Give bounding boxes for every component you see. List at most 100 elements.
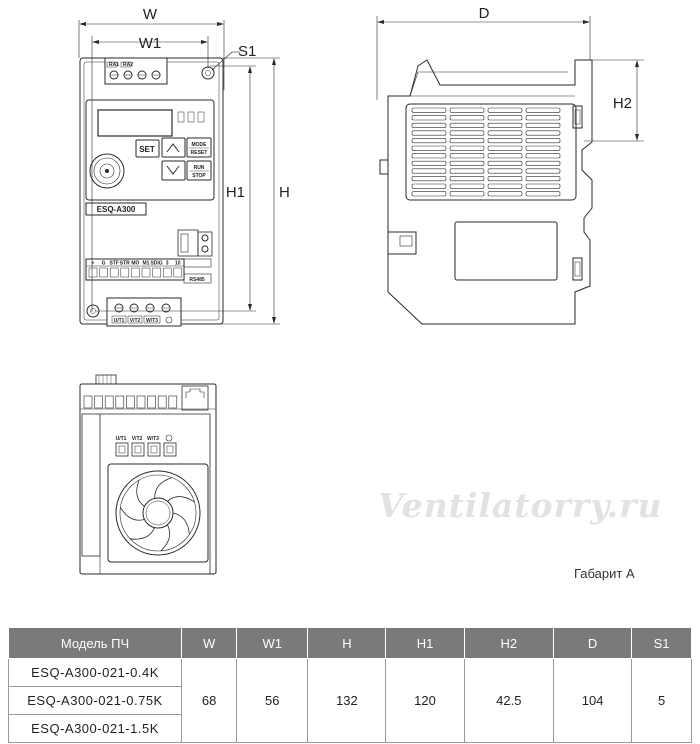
control-terminal (162, 267, 172, 278)
top-terminal-label: RA2 (123, 62, 133, 68)
power-terminal-label: W/T3 (146, 318, 158, 324)
value-w: 68 (180, 658, 238, 743)
model-cell: ESQ-A300-021-0.75K (8, 686, 182, 715)
vent-slot (487, 176, 523, 182)
vent-slot (525, 115, 561, 121)
vent-slot (487, 122, 523, 128)
vent-slot (487, 115, 523, 121)
value-h2: 42.5 (463, 658, 555, 743)
vent-slot (525, 183, 561, 189)
vent-slot (411, 153, 447, 159)
vent-slot (449, 122, 485, 128)
top-terminal-label: RA1 (109, 62, 119, 68)
vent-slot (411, 138, 447, 144)
vent-slot (449, 160, 485, 166)
header-s1: S1 (631, 627, 692, 659)
fan-terminal-label: W/T3 (147, 436, 159, 442)
cooling-fan (115, 470, 201, 556)
front-view: W W1 S1 RA1 RA2 (78, 6, 290, 327)
vent-slot (449, 153, 485, 159)
vent-slot (525, 107, 561, 113)
set-key-label: SET (139, 145, 155, 154)
control-terminal (109, 267, 119, 278)
technical-drawing: W W1 S1 RA1 RA2 (78, 5, 644, 575)
mode-key-label: MODE (192, 142, 208, 148)
vent-slot (411, 183, 447, 189)
stop-key-label: STOP (192, 173, 206, 179)
table-row: ESQ-A300-021-0.75K (8, 686, 692, 715)
control-terminal-label: G (102, 261, 106, 267)
vent-slot (449, 115, 485, 121)
vent-slot (449, 145, 485, 151)
control-terminal (99, 267, 108, 278)
vent-slot (411, 130, 447, 136)
vent-slot (411, 145, 447, 151)
power-terminal-label: V/T2 (130, 318, 141, 324)
control-terminal-label: M1 (143, 261, 150, 267)
dim-h2-label: H2 (613, 95, 632, 112)
watermark: Ventilatorry.ru (378, 486, 663, 525)
dimensions-table: Модель ПЧ W W1 H H1 H2 D S1 ESQ-A300-021… (8, 627, 692, 743)
vent-slot (411, 115, 447, 121)
bottom-view: U/T1 V/T2 W/T3 (79, 374, 217, 575)
table-header-row: Модель ПЧ W W1 H H1 H2 D S1 (8, 627, 692, 659)
terminal-slot (104, 395, 114, 409)
fan-blade (160, 524, 171, 552)
dim-h1-label: H1 (226, 184, 245, 201)
value-d: 104 (553, 658, 633, 743)
size-caption: Габарит А (574, 566, 635, 581)
vent-slot (487, 130, 523, 136)
fan-terminal-label: U/T1 (116, 436, 127, 442)
fan-blade (120, 507, 145, 521)
vent-slot (449, 191, 485, 197)
fan-blade (167, 496, 195, 503)
run-key-label: RUN (194, 165, 205, 171)
control-terminal (141, 267, 151, 278)
vent-slot (449, 107, 485, 113)
header-h: H (307, 627, 387, 659)
control-terminal-label: 3 (166, 261, 169, 267)
terminal-slot (126, 395, 135, 409)
vent-slot (525, 168, 561, 174)
vent-slot (411, 168, 447, 174)
value-h1: 120 (385, 658, 465, 743)
vent-slot (525, 176, 561, 182)
vent-slot (525, 138, 561, 144)
model-cell: ESQ-A300-021-0.4K (8, 658, 182, 687)
value-h: 132 (307, 658, 387, 743)
vent-slot (449, 168, 485, 174)
vent-slot (525, 160, 561, 166)
vent-slot (449, 138, 485, 144)
control-terminal (131, 267, 140, 278)
control-terminal (120, 267, 130, 278)
vent-slot (487, 145, 523, 151)
fan-blade (172, 512, 190, 535)
control-terminal-label: + (92, 261, 95, 267)
dim-h-label: H (279, 184, 290, 201)
vent-slot (449, 183, 485, 189)
model-cell: ESQ-A300-021-1.5K (8, 714, 182, 743)
vent-slot (411, 176, 447, 182)
terminal-slot (83, 395, 93, 409)
header-w1: W1 (236, 627, 309, 659)
table-row: ESQ-A300-021-1.5K (8, 714, 692, 743)
dim-d-label: D (479, 5, 490, 22)
dim-w1-label: W1 (139, 35, 162, 52)
terminal-slot (168, 395, 178, 409)
terminal-slot (115, 395, 125, 409)
control-terminal-label: STF (109, 261, 118, 267)
vent-slot (411, 107, 447, 113)
vent-slot (525, 122, 561, 128)
value-s1: 5 (631, 658, 692, 743)
control-terminal (152, 267, 161, 278)
vent-slot (487, 138, 523, 144)
vent-slot (487, 191, 523, 197)
side-view: D H2 (376, 5, 644, 325)
vent-slot (525, 153, 561, 159)
header-d: D (553, 627, 633, 659)
header-h1: H1 (385, 627, 465, 659)
vent-slot (411, 122, 447, 128)
dim-w-label: W (143, 6, 158, 23)
vent-slot (487, 153, 523, 159)
vent-slot (411, 160, 447, 166)
